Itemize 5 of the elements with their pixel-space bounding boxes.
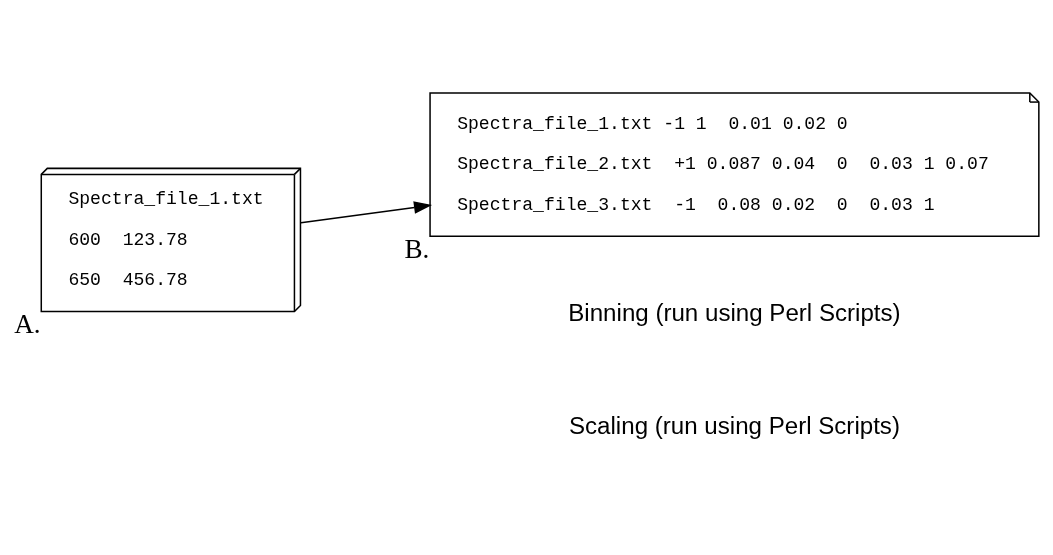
label: Scaling (run using Perl Scripts) (568, 411, 900, 439)
node-label: B. (404, 233, 430, 264)
arrow (300, 200, 433, 223)
node-label: A. (14, 308, 41, 339)
label: Binning (run using Perl Scripts) (568, 298, 901, 326)
